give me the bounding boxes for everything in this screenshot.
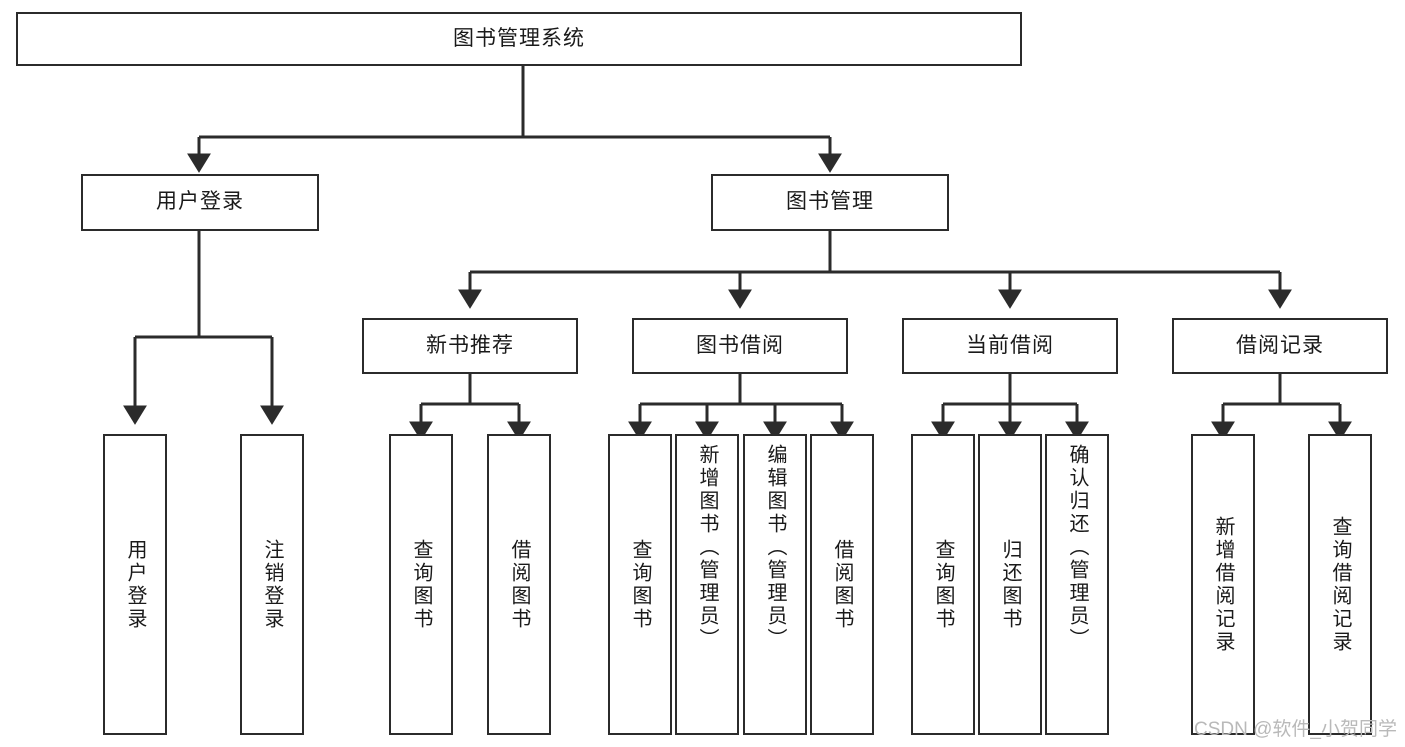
node-user-login[interactable]: 用户登录 bbox=[81, 174, 319, 231]
leaf-borrow-add-book-label: 新增图书（管理员） bbox=[696, 444, 718, 651]
node-book-management-label: 图书管理 bbox=[786, 190, 874, 214]
leaf-current-confirm-return-label: 确认归还（管理员） bbox=[1066, 444, 1088, 651]
leaf-user-login-label: 用户登录 bbox=[124, 538, 146, 631]
node-new-book-recommend-label: 新书推荐 bbox=[426, 333, 514, 357]
leaf-borrow-lend-book[interactable]: 借阅图书 bbox=[810, 434, 874, 735]
leaf-current-confirm-return[interactable]: 确认归还（管理员） bbox=[1045, 434, 1109, 735]
leaf-newbook-query-book[interactable]: 查询图书 bbox=[389, 434, 453, 735]
node-borrow-record[interactable]: 借阅记录 bbox=[1172, 318, 1388, 374]
node-book-borrow-label: 图书借阅 bbox=[696, 333, 784, 357]
leaf-record-query[interactable]: 查询借阅记录 bbox=[1308, 434, 1372, 735]
node-new-book-recommend[interactable]: 新书推荐 bbox=[362, 318, 578, 374]
node-root[interactable]: 图书管理系统 bbox=[16, 12, 1022, 66]
leaf-current-return-book-label: 归还图书 bbox=[999, 538, 1021, 631]
leaf-user-logout[interactable]: 注销登录 bbox=[240, 434, 304, 735]
leaf-newbook-borrow-book-label: 借阅图书 bbox=[508, 538, 530, 631]
leaf-current-query-book-label: 查询图书 bbox=[932, 538, 954, 631]
leaf-current-return-book[interactable]: 归还图书 bbox=[978, 434, 1042, 735]
leaf-record-add-label: 新增借阅记录 bbox=[1212, 515, 1234, 654]
node-book-management[interactable]: 图书管理 bbox=[711, 174, 949, 231]
node-current-borrow[interactable]: 当前借阅 bbox=[902, 318, 1118, 374]
leaf-borrow-edit-book[interactable]: 编辑图书（管理员） bbox=[743, 434, 807, 735]
node-borrow-record-label: 借阅记录 bbox=[1236, 333, 1324, 357]
leaf-newbook-query-book-label: 查询图书 bbox=[410, 538, 432, 631]
leaf-borrow-query-book[interactable]: 查询图书 bbox=[608, 434, 672, 735]
leaf-borrow-add-book[interactable]: 新增图书（管理员） bbox=[675, 434, 739, 735]
leaf-record-query-label: 查询借阅记录 bbox=[1329, 515, 1351, 654]
node-book-borrow[interactable]: 图书借阅 bbox=[632, 318, 848, 374]
leaf-newbook-borrow-book[interactable]: 借阅图书 bbox=[487, 434, 551, 735]
leaf-user-login[interactable]: 用户登录 bbox=[103, 434, 167, 735]
node-user-login-label: 用户登录 bbox=[156, 190, 244, 214]
leaf-borrow-edit-book-label: 编辑图书（管理员） bbox=[764, 444, 786, 651]
leaf-record-add[interactable]: 新增借阅记录 bbox=[1191, 434, 1255, 735]
leaf-current-query-book[interactable]: 查询图书 bbox=[911, 434, 975, 735]
leaf-user-logout-label: 注销登录 bbox=[261, 538, 283, 631]
node-current-borrow-label: 当前借阅 bbox=[966, 333, 1054, 357]
leaf-borrow-lend-book-label: 借阅图书 bbox=[831, 538, 853, 631]
leaf-borrow-query-book-label: 查询图书 bbox=[629, 538, 651, 631]
node-root-label: 图书管理系统 bbox=[453, 26, 585, 50]
